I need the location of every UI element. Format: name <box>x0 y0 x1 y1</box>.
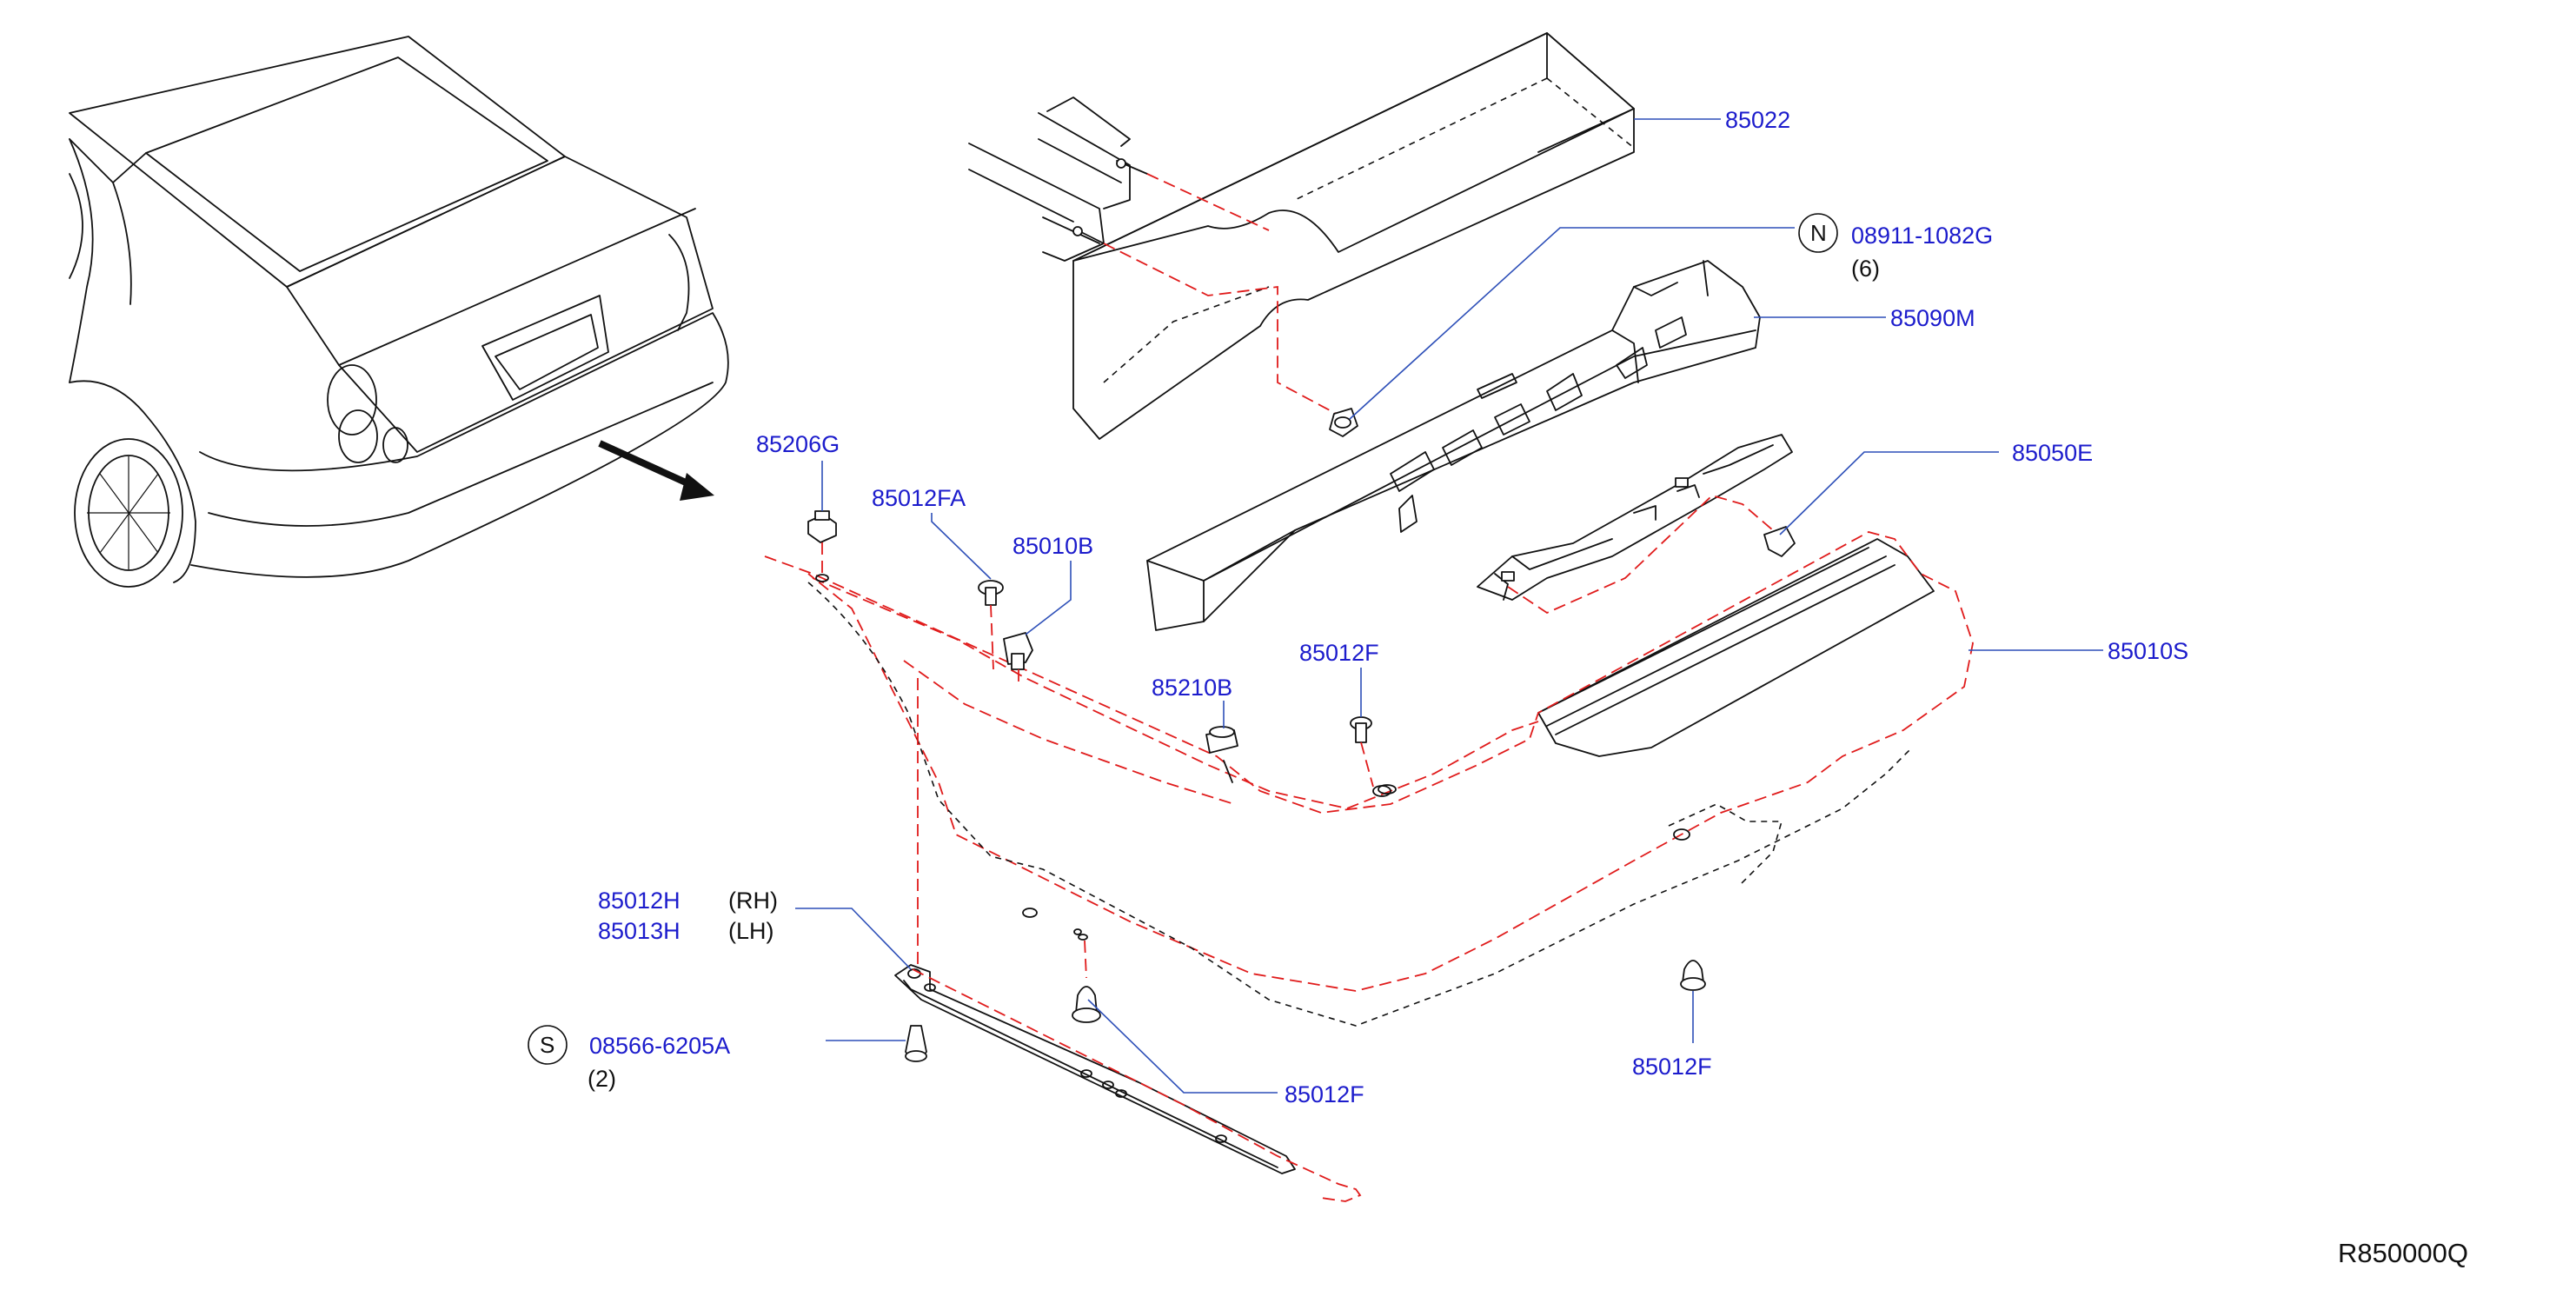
fastener-85012F-middle[interactable] <box>1072 934 1101 1023</box>
phantom-85012FA <box>990 604 994 670</box>
hidden-tab <box>1668 803 1783 888</box>
phantom-upper-flange <box>812 577 1539 809</box>
part-85022-reinforcement[interactable] <box>1072 32 1635 440</box>
label-85010S[interactable]: 85010S <box>2108 638 2188 664</box>
phantom-lines-85022 <box>1103 173 1344 418</box>
label-85090M[interactable]: 85090M <box>1890 305 1975 331</box>
label-85012F-upper[interactable]: 85012F <box>1299 640 1379 666</box>
note-n-letter: N <box>1810 220 1827 246</box>
fastener-85010B[interactable] <box>1003 632 1033 670</box>
part-85090M-energy-absorber[interactable] <box>1146 260 1761 631</box>
side-lh: (LH) <box>728 918 774 944</box>
leader-lines <box>795 118 2103 1094</box>
phantom-seal <box>912 968 1362 1202</box>
phantom-85012F-middle <box>1084 940 1087 979</box>
fastener-85012F-lower-right[interactable] <box>1680 960 1706 991</box>
vehicle-rear-illustration <box>69 36 729 588</box>
label-08911-1082G[interactable]: 08911-1082G <box>1851 223 1993 249</box>
note-n-circle <box>1798 213 1838 253</box>
hidden-outline-lower <box>807 582 1913 1027</box>
direction-arrow <box>598 440 714 501</box>
phantom-85012F-upper <box>1360 741 1374 788</box>
fastener-85210B[interactable] <box>1205 726 1238 783</box>
phantom-lines-85050E <box>1507 494 1774 615</box>
note-s-circle <box>528 1025 568 1065</box>
label-85206G[interactable]: 85206G <box>756 431 840 457</box>
label-85022[interactable]: 85022 <box>1725 107 1790 133</box>
fastener-85012FA[interactable] <box>978 580 1004 606</box>
side-member-stubs <box>968 96 1148 262</box>
label-85012FA[interactable]: 85012FA <box>872 485 966 511</box>
label-85050E[interactable]: 85050E <box>2012 440 2093 466</box>
part-85012H-85013H-seal[interactable] <box>894 964 1296 1174</box>
label-85210B[interactable]: 85210B <box>1152 675 1232 701</box>
nut-08911[interactable] <box>1329 408 1358 437</box>
clip-08566[interactable] <box>905 1025 927 1062</box>
label-85010B[interactable]: 85010B <box>1012 533 1093 559</box>
diagram-reference-code: R850000Q <box>2338 1238 2468 1268</box>
label-08566-6205A[interactable]: 08566-6205A <box>589 1033 730 1059</box>
label-85012F-middle[interactable]: 85012F <box>1285 1081 1364 1107</box>
side-rh: (RH) <box>728 888 778 914</box>
qty-08911: (6) <box>1851 256 1880 282</box>
part-85050E-bracket[interactable] <box>1477 434 1793 601</box>
part-85010S-bumper-fascia[interactable] <box>1537 538 1935 757</box>
note-s-letter: S <box>540 1032 554 1058</box>
clip-85050E[interactable] <box>1763 526 1796 557</box>
phantom-fastener-line <box>903 660 1235 805</box>
label-85013H[interactable]: 85013H <box>598 918 681 944</box>
label-85012H[interactable]: 85012H <box>598 888 681 914</box>
phantom-outline-85010S <box>764 531 1974 992</box>
part-labels: 85022 N 08911-1082G (6) 85090M 85050E 85… <box>528 107 2468 1268</box>
label-85012F-lower-right[interactable]: 85012F <box>1632 1054 1712 1080</box>
qty-08566: (2) <box>588 1066 616 1092</box>
fastener-85012F-upper[interactable] <box>1350 716 1397 795</box>
